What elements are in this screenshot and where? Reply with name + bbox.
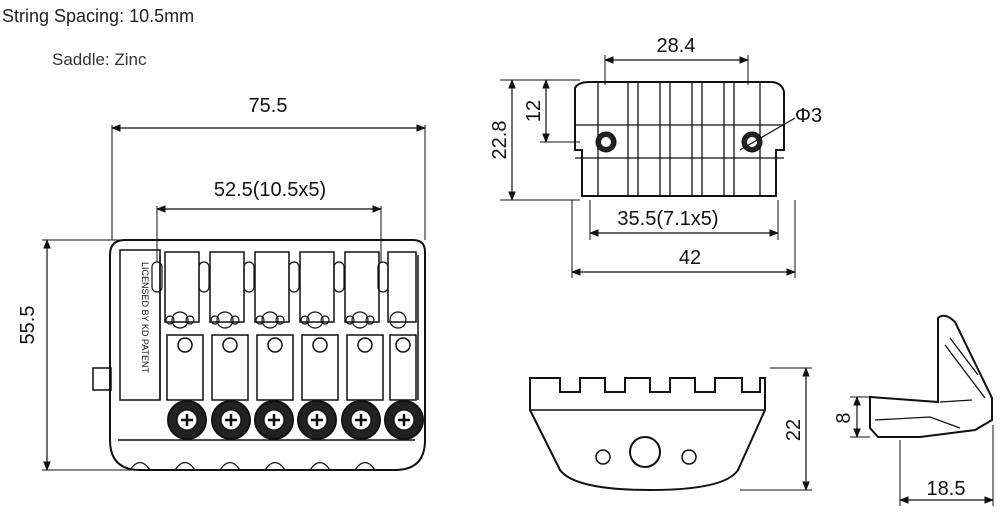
bridge-front-view: 22 [529, 367, 812, 492]
dim-saddle-length: 18.5 [927, 478, 966, 500]
dim-step-height: 12 [523, 100, 545, 122]
dim-bridge-width: 75.5 [249, 95, 288, 117]
dim-front-height: 22 [783, 419, 805, 441]
dim-saddle-height: 8 [833, 412, 855, 423]
saddle-side-view: 8 18.5 [833, 314, 994, 506]
dim-top-width: 28.4 [657, 35, 696, 57]
string-spacing-label: String Spacing: 10.5mm [2, 6, 195, 26]
patent-text: LICENSED BY KD PATENT [140, 262, 150, 374]
dim-hole-spacing: 35.5(7.1x5) [617, 208, 718, 230]
dim-string-span: 52.5(10.5x5) [214, 179, 326, 201]
dim-bridge-depth: 55.5 [17, 306, 39, 345]
saddle-material-label: Saddle: Zinc [52, 50, 147, 69]
dim-hole-diameter: Φ3 [795, 105, 822, 127]
saddle-screws [167, 400, 424, 440]
dim-base-width: 42 [679, 247, 701, 269]
bridge-side-view: 28.4 22.8 12 Φ3 35.5(7.1x5) 42 [489, 35, 822, 278]
dim-side-height: 22.8 [489, 121, 511, 160]
bridge-top-view: 75.5 52.5(10.5x5) 55.5 LICENSED BY KD PA… [17, 95, 426, 471]
